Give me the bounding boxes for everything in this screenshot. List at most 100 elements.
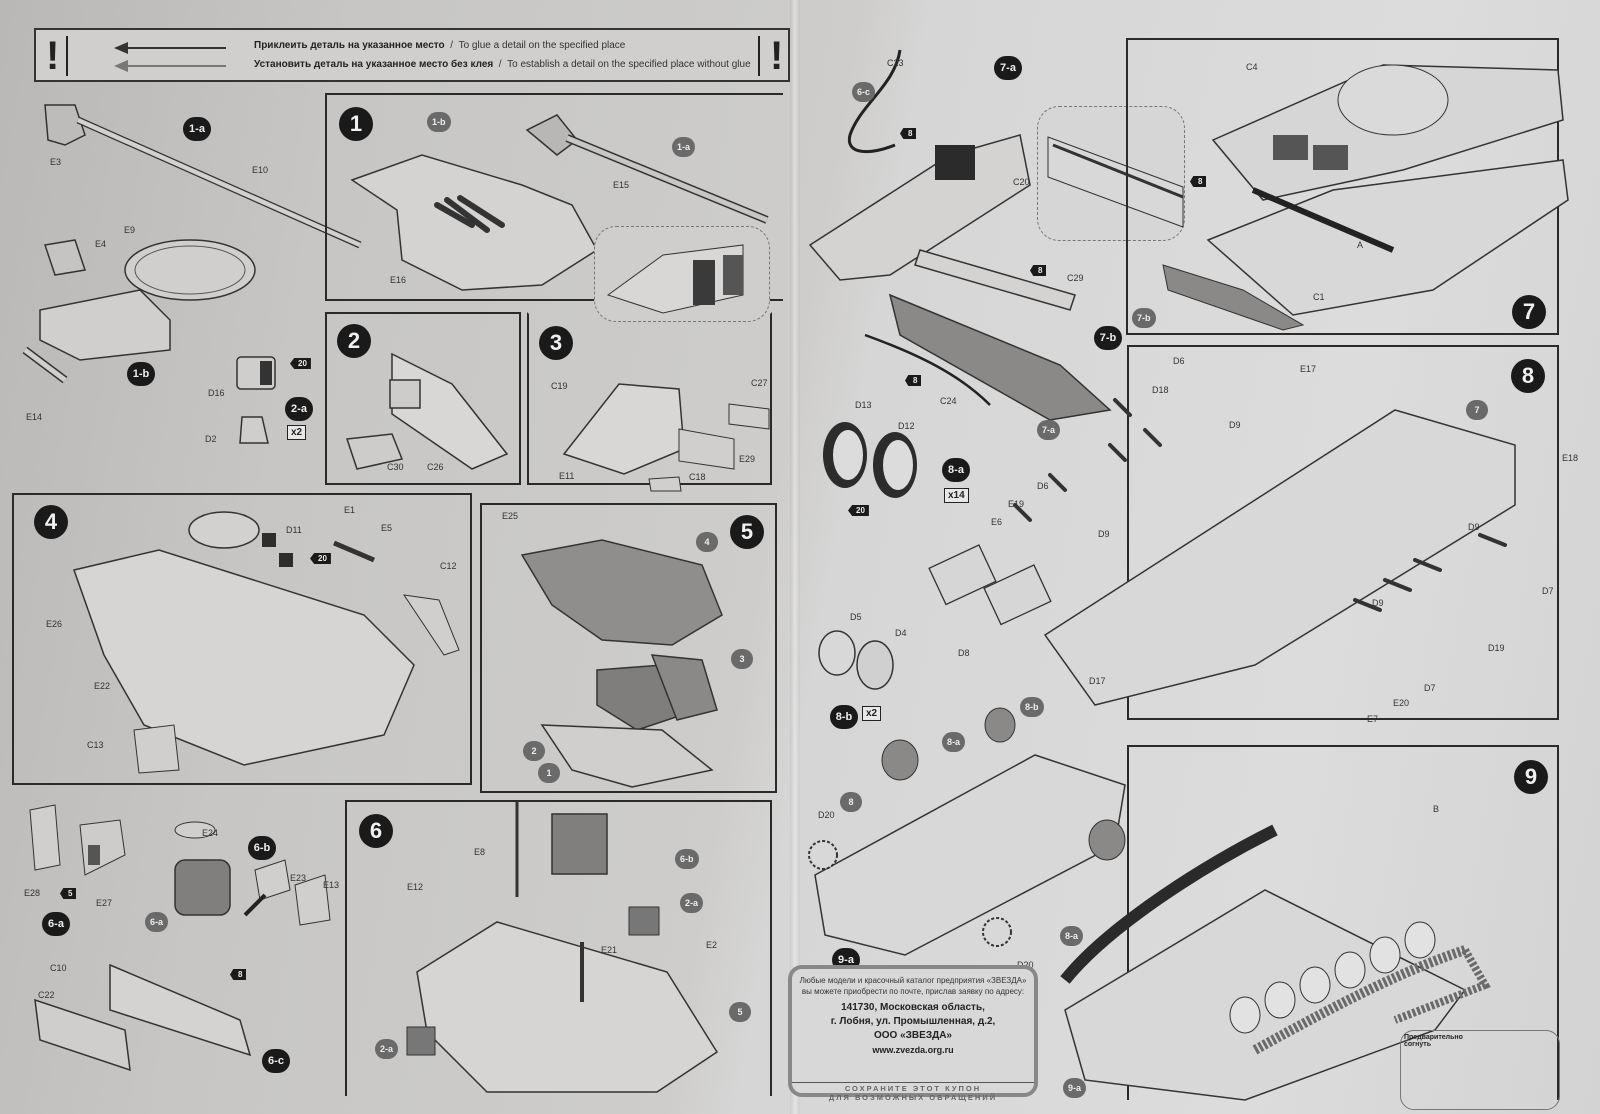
part-label: E24 bbox=[202, 828, 219, 838]
step-number: 9 bbox=[1514, 760, 1548, 794]
ref-badge: 1-b bbox=[427, 112, 451, 132]
coupon-website[interactable]: www.zvezda.org.ru bbox=[872, 1045, 954, 1055]
coupon-line-2: вы можете приобрести по почте, прислав з… bbox=[801, 987, 1025, 996]
step-4-panel: 4 E1 D11 20 E5 C12 E26 E22 C13 bbox=[12, 493, 472, 785]
substep-badge: 6-b bbox=[248, 836, 276, 860]
part-label: E5 bbox=[381, 523, 393, 533]
tracks-drawing bbox=[1060, 824, 1491, 1101]
part-label: D9 bbox=[1372, 598, 1384, 608]
ref-badge: 2 bbox=[523, 741, 545, 761]
part-label: E22 bbox=[94, 681, 111, 691]
part-label: D20 bbox=[818, 810, 835, 820]
hatch-drawing bbox=[29, 804, 126, 876]
part-label: D6 bbox=[1037, 481, 1049, 491]
warning-icon: ! bbox=[46, 34, 60, 78]
address-coupon: Любые модели и красочный каталог предпри… bbox=[788, 965, 1038, 1102]
ref-badge: 6-c bbox=[852, 82, 876, 102]
hull-with-wheels-drawing bbox=[808, 707, 1126, 956]
turret-top-drawing bbox=[406, 802, 719, 1093]
paint-color-marker: 8 bbox=[900, 128, 917, 139]
part-label: E11 bbox=[559, 471, 575, 481]
step-number: 5 bbox=[730, 515, 764, 549]
coupon-divider bbox=[792, 1082, 1034, 1083]
part-label: D7 bbox=[1424, 683, 1436, 693]
coupon-company: ООО «ЗВЕЗДА» bbox=[873, 1030, 952, 1041]
part-label: E6 bbox=[991, 517, 1003, 527]
detail-drawing bbox=[606, 244, 744, 314]
part-label: E8 bbox=[474, 847, 486, 857]
part-label: E1 bbox=[344, 505, 356, 515]
ref-badge: 6-a bbox=[145, 912, 169, 932]
rear-plate-drawing bbox=[34, 963, 252, 1072]
part-label: C23 bbox=[887, 58, 904, 68]
paint-color-marker: 8 bbox=[1030, 265, 1047, 276]
coupon-address-1: 141730, Московская область, bbox=[841, 1002, 985, 1013]
part-label: D16 bbox=[208, 388, 225, 398]
part-label: D7 bbox=[1542, 586, 1554, 596]
ref-badge: 1 bbox=[538, 763, 560, 783]
page-fold bbox=[790, 0, 800, 1114]
step-6-panel: 6 E8 E12 E21 E2 6-b 2-a 2-a 5 bbox=[345, 800, 772, 1096]
part-label: E21 bbox=[601, 945, 618, 955]
ref-badge: 3 bbox=[731, 649, 753, 669]
part-label: C1 bbox=[1313, 292, 1325, 302]
coupon-address-2: г. Лобня, ул. Промышленная, д.2, bbox=[830, 1016, 996, 1027]
part-label: C24 bbox=[940, 396, 957, 406]
substep-badge: 6-a bbox=[42, 912, 70, 936]
substep-badge: 2-a bbox=[285, 397, 313, 421]
part-label: D9 bbox=[1468, 522, 1480, 532]
legend-glue-ru: Приклеить деталь на указанное место bbox=[254, 40, 445, 51]
ref-badge: 7 bbox=[1466, 400, 1488, 420]
part-label: D18 bbox=[1152, 385, 1169, 395]
part-label: C27 bbox=[751, 378, 768, 388]
step-8-panel: 8 bbox=[1127, 345, 1559, 720]
part-label: D9 bbox=[1229, 420, 1241, 430]
ref-badge: 1-a bbox=[672, 137, 696, 157]
part-label: A bbox=[1357, 240, 1364, 250]
turret-assembly-drawing bbox=[520, 539, 723, 788]
substep-badge: 1-a bbox=[183, 117, 211, 141]
step-number: 7 bbox=[1512, 295, 1546, 329]
part-label: E3 bbox=[50, 157, 62, 167]
ref-badge: 2-a bbox=[375, 1039, 399, 1059]
paint-color-marker: 8 bbox=[230, 969, 247, 980]
part-label: C30 bbox=[387, 462, 404, 472]
substep-badge: 1-b bbox=[127, 362, 155, 386]
part-label: E4 bbox=[95, 239, 107, 249]
part-label: D11 bbox=[286, 525, 302, 535]
hull-drawing bbox=[1162, 64, 1569, 331]
divider bbox=[758, 36, 760, 76]
smoke-launcher-drawing bbox=[236, 356, 276, 444]
ref-badge: 4 bbox=[696, 532, 718, 552]
warning-icon: ! bbox=[770, 34, 784, 78]
paint-color-marker: 20 bbox=[290, 358, 311, 369]
quantity-badge: x2 bbox=[287, 425, 307, 440]
part-label: E28 bbox=[24, 888, 41, 898]
part-label: E10 bbox=[252, 165, 269, 175]
part-label: E25 bbox=[502, 511, 519, 521]
substep-badge: 6-c bbox=[262, 1049, 290, 1073]
divider bbox=[66, 36, 68, 76]
substep-badge: 8-b bbox=[830, 705, 858, 729]
gun-mount-drawing bbox=[22, 239, 256, 384]
idler-wheel-drawing bbox=[818, 630, 894, 690]
rear-hull-drawing bbox=[808, 49, 1031, 281]
part-label: C18 bbox=[689, 472, 706, 482]
paint-color-marker: 20 bbox=[848, 505, 869, 516]
glue-legend: ! Приклеить деталь на указанное место / … bbox=[34, 28, 790, 82]
part-label: C10 bbox=[50, 963, 67, 973]
detail-callout bbox=[594, 226, 770, 322]
ref-badge: 6-b bbox=[675, 849, 699, 869]
part-label: C26 bbox=[427, 462, 444, 472]
part-label: E29 bbox=[739, 454, 756, 464]
coupon-line-1: Любые модели и красочный каталог предпри… bbox=[799, 976, 1027, 985]
part-label: E17 bbox=[1300, 364, 1317, 374]
substep-badge: 8-a bbox=[942, 458, 970, 482]
part-label: D13 bbox=[855, 400, 872, 410]
part-label: E2 bbox=[706, 940, 718, 950]
bend-detail-callout: Предварительно согнуть bbox=[1400, 1030, 1560, 1110]
step-number: 1 bbox=[339, 107, 373, 141]
part-label: E7 bbox=[1367, 714, 1379, 724]
part-label: D6 bbox=[1173, 356, 1185, 366]
turret-shell-drawing bbox=[73, 511, 460, 774]
